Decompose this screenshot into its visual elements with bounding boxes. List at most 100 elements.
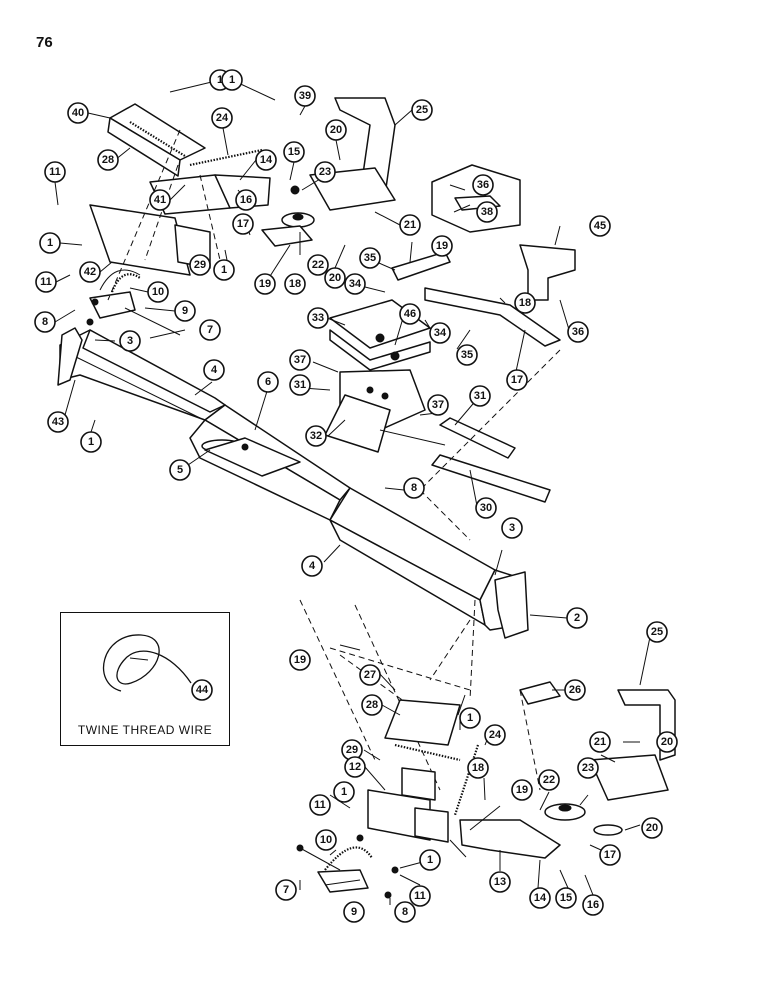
svg-text:28: 28 (366, 699, 378, 711)
twine-thread-wire-drawing (102, 634, 192, 692)
callout-5: 5 (169, 459, 191, 481)
svg-text:12: 12 (349, 761, 361, 773)
callout-30: 30 (475, 497, 497, 519)
svg-text:3: 3 (127, 335, 133, 347)
end-plate (494, 571, 529, 639)
svg-text:1: 1 (88, 436, 94, 448)
callout-36: 36 (472, 174, 494, 196)
callout-40: 40 (67, 102, 89, 124)
svg-text:10: 10 (152, 286, 164, 298)
callout-8: 8 (394, 901, 416, 923)
callout-8: 8 (34, 311, 56, 333)
rod-31 (439, 417, 516, 459)
svg-text:27: 27 (364, 669, 376, 681)
rail-35-upper (391, 251, 451, 281)
svg-text:14: 14 (260, 154, 273, 166)
svg-text:21: 21 (594, 736, 606, 748)
clamp-9 (89, 291, 136, 319)
callout-4: 4 (203, 359, 225, 381)
callout-11: 11 (309, 794, 331, 816)
callout-15: 15 (555, 887, 577, 909)
svg-text:2: 2 (574, 612, 580, 624)
lower-arm-13 (459, 819, 561, 859)
svg-text:36: 36 (572, 326, 584, 338)
callout-19: 19 (431, 235, 453, 257)
svg-text:21: 21 (404, 219, 416, 231)
callout-38: 38 (476, 201, 498, 223)
callout-2: 2 (566, 607, 588, 629)
callout-10: 10 (147, 281, 169, 303)
callout-25: 25 (646, 621, 668, 643)
svg-text:8: 8 (411, 482, 417, 494)
callout-35: 35 (456, 344, 478, 366)
callout-35: 35 (359, 247, 381, 269)
svg-text:15: 15 (560, 892, 572, 904)
svg-text:41: 41 (154, 194, 166, 206)
callout-1: 1 (333, 781, 355, 803)
svg-text:43: 43 (52, 416, 64, 428)
svg-text:4: 4 (211, 364, 218, 376)
callout-31: 31 (289, 374, 311, 396)
svg-text:34: 34 (434, 327, 447, 339)
lower-spring-24 (453, 744, 480, 816)
svg-text:16: 16 (587, 899, 599, 911)
svg-text:35: 35 (364, 252, 376, 264)
svg-text:32: 32 (310, 430, 322, 442)
svg-text:20: 20 (330, 124, 342, 136)
svg-text:1: 1 (341, 786, 347, 798)
svg-text:25: 25 (651, 626, 663, 638)
svg-text:13: 13 (494, 876, 506, 888)
leader-lines (54, 79, 651, 905)
callout-1: 1 (459, 707, 481, 729)
svg-text:38: 38 (481, 206, 493, 218)
callout-1: 1 (39, 232, 61, 254)
svg-text:22: 22 (312, 259, 324, 271)
callout-22: 22 (538, 769, 560, 791)
callout-24: 24 (211, 107, 233, 129)
svg-text:11: 11 (314, 799, 326, 811)
svg-text:39: 39 (299, 90, 311, 102)
svg-text:9: 9 (182, 305, 188, 317)
svg-text:23: 23 (582, 762, 594, 774)
svg-text:1: 1 (221, 264, 227, 276)
svg-text:3: 3 (509, 522, 515, 534)
svg-text:19: 19 (294, 654, 306, 666)
svg-text:7: 7 (207, 324, 213, 336)
rod-30 (431, 454, 551, 503)
svg-text:30: 30 (480, 502, 492, 514)
svg-text:23: 23 (319, 166, 331, 178)
svg-text:16: 16 (240, 194, 252, 206)
svg-text:40: 40 (72, 107, 84, 119)
callout-7: 7 (275, 879, 297, 901)
svg-text:36: 36 (477, 179, 489, 191)
callout-45: 45 (589, 215, 611, 237)
lower-alignment-lines (299, 599, 541, 791)
callout-33: 33 (307, 307, 329, 329)
svg-text:1: 1 (229, 74, 235, 86)
svg-text:42: 42 (84, 266, 96, 278)
callout-18: 18 (467, 757, 489, 779)
callout-15: 15 (283, 141, 305, 163)
end-bracket (57, 327, 83, 386)
svg-text:29: 29 (346, 744, 358, 756)
twine-thread-wire-inset: TWINE THREAD WIRE (60, 612, 230, 746)
callout-1: 1 (80, 431, 102, 453)
svg-text:20: 20 (661, 736, 673, 748)
svg-text:31: 31 (294, 379, 306, 391)
svg-text:17: 17 (237, 218, 249, 230)
callout-17: 17 (232, 213, 254, 235)
callout-20: 20 (656, 731, 678, 753)
svg-text:35: 35 (461, 349, 473, 361)
svg-text:24: 24 (216, 112, 229, 124)
svg-text:18: 18 (289, 278, 301, 290)
callout-39: 39 (294, 85, 316, 107)
svg-text:24: 24 (489, 729, 502, 741)
svg-text:19: 19 (259, 278, 271, 290)
callout-20: 20 (641, 817, 663, 839)
svg-text:18: 18 (472, 762, 484, 774)
callout-7: 7 (199, 319, 221, 341)
callout-24: 24 (484, 724, 506, 746)
slot-plate (204, 437, 301, 477)
callout-16: 16 (235, 189, 257, 211)
callout-19: 19 (254, 273, 276, 295)
